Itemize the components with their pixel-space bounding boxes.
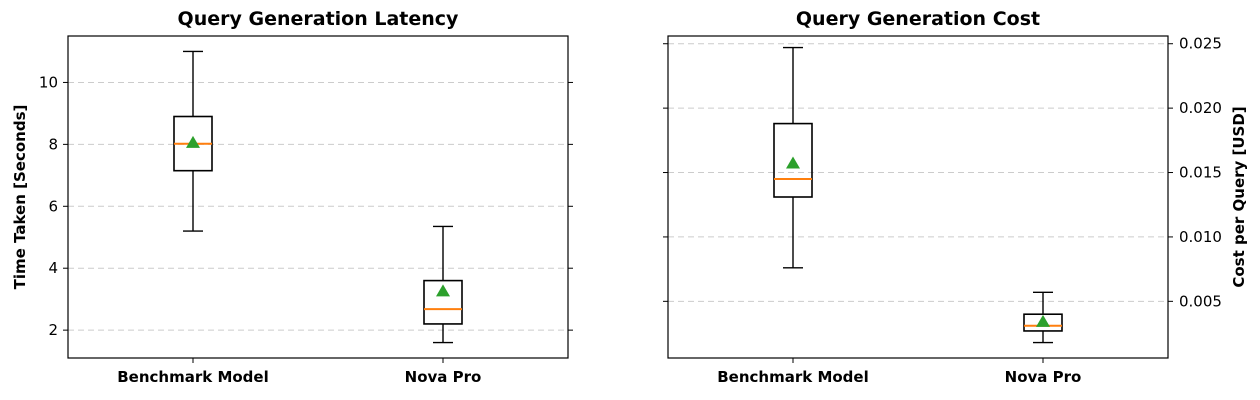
latency-y-ticks: 2 4 6 8 10: [39, 73, 573, 339]
cost-y-tick-label: 0.020: [1179, 99, 1222, 117]
cost-chart-title: Query Generation Cost: [796, 8, 1040, 30]
latency-y-tick-label: 4: [48, 259, 58, 277]
latency-y-tick-label: 10: [39, 73, 58, 91]
mean-marker: [186, 135, 200, 148]
iqr-box: [1023, 313, 1063, 332]
cost-x-tick-label: Nova Pro: [1005, 368, 1082, 386]
cost-x-ticks: Benchmark Model Nova Pro: [717, 358, 1081, 386]
latency-box-0: [173, 50, 213, 232]
mean-marker: [436, 284, 450, 297]
latency-boxes: [173, 50, 463, 344]
mean-marker: [786, 156, 800, 169]
cost-y-tick-label: 0.015: [1179, 164, 1222, 182]
cost-y-tick-label: 0.005: [1179, 292, 1222, 310]
latency-x-ticks: Benchmark Model Nova Pro: [117, 358, 481, 386]
latency-x-tick-label: Benchmark Model: [117, 368, 269, 386]
cost-y-ticks: 0.005 0.010 0.015 0.020 0.025: [663, 35, 1222, 310]
latency-y-tick-label: 8: [48, 135, 58, 153]
iqr-box: [773, 122, 813, 198]
latency-y-axis-label: Time Taken [Seconds]: [11, 105, 29, 290]
cost-y-tick-label: 0.025: [1179, 35, 1222, 53]
latency-chart-panel: Query Generation Latency Time Taken [Sec…: [11, 8, 573, 386]
latency-chart-title: Query Generation Latency: [178, 8, 459, 30]
latency-y-tick-label: 2: [48, 321, 58, 339]
cost-grid: [668, 43, 1168, 302]
iqr-box: [423, 279, 463, 325]
latency-y-tick-label: 6: [48, 197, 58, 215]
cost-y-tick-label: 0.010: [1179, 228, 1222, 246]
cost-boxes: [773, 46, 1063, 344]
cost-y-axis-label: Cost per Query [USD]: [1230, 106, 1248, 287]
cost-box-0: [773, 46, 813, 269]
latency-plot-frame: [67, 35, 569, 359]
cost-x-tick-label: Benchmark Model: [717, 368, 869, 386]
latency-grid: [68, 81, 568, 331]
mean-marker: [1036, 314, 1050, 327]
cost-chart-panel: Query Generation Cost Cost per Query [US…: [663, 8, 1248, 386]
latency-box-1: [423, 225, 463, 344]
cost-plot-frame: [667, 35, 1169, 359]
cost-box-1: [1023, 291, 1063, 344]
latency-x-tick-label: Nova Pro: [405, 368, 482, 386]
